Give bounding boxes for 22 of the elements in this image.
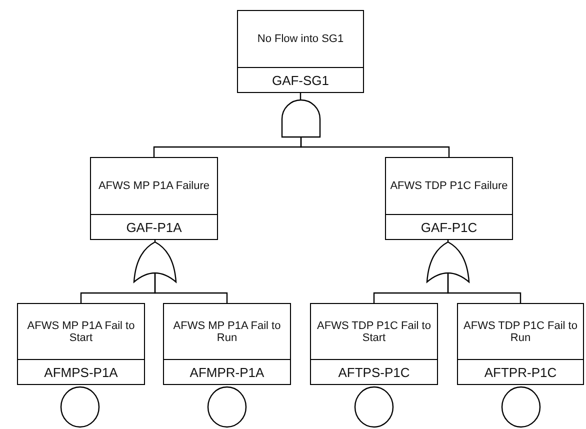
event-box [163, 303, 291, 385]
event-id: GAF-SG1 [272, 72, 330, 88]
event-description: AFWS MP P1A Fail to Start [26, 320, 136, 344]
event-id: GAF-P1C [420, 220, 478, 234]
event-description: No Flow into SG1 [257, 33, 344, 45]
event-id: AFMPS-P1A [44, 364, 118, 380]
event-description: AFWS TDP P1C Failure [390, 180, 508, 192]
event-box [457, 303, 584, 385]
connector-line [447, 273, 522, 303]
event-box [310, 303, 438, 385]
connector-line [300, 137, 450, 157]
event-id: AFMPR-P1A [190, 364, 264, 380]
event-box [17, 303, 145, 385]
event-id: AFTPS-P1C [338, 364, 410, 380]
connector-line [154, 273, 228, 303]
event-description: AFWS MP P1A Failure [98, 180, 210, 192]
event-box [237, 10, 364, 93]
event-description: AFWS MP P1A Fail to Run [172, 320, 282, 344]
event-description: AFWS TDP P1C Fail to Run [462, 320, 578, 344]
event-id: AFTPR-P1C [484, 364, 557, 380]
event-id: GAF-P1A [126, 220, 182, 234]
event-description: AFWS TDP P1C Fail to Start [316, 320, 432, 344]
